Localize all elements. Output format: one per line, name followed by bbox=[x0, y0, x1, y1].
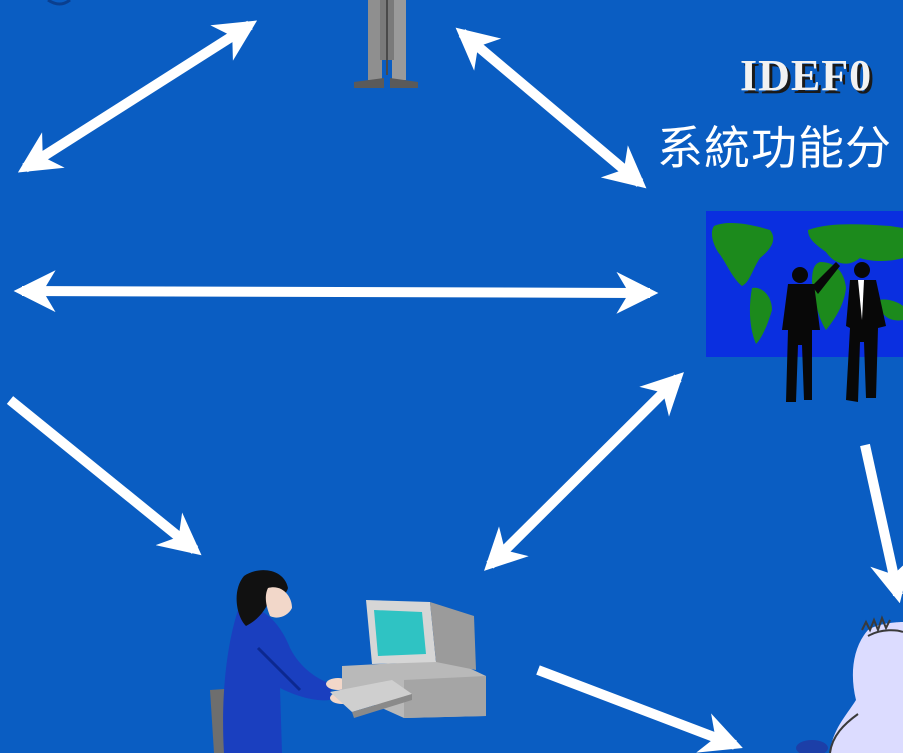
arrow-right-down bbox=[860, 443, 903, 604]
arrow-horizontal bbox=[13, 270, 659, 314]
woman-at-computer-icon bbox=[210, 570, 486, 753]
arrow-top-right-diagonal bbox=[455, 27, 647, 189]
arrow-bottom-right bbox=[536, 665, 743, 753]
diagram-subtitle: 系統功能分 bbox=[657, 121, 892, 175]
diagram-title: IDEF0 bbox=[740, 51, 873, 100]
world-map-presenters-icon bbox=[706, 211, 903, 402]
arrows-group bbox=[6, 20, 903, 753]
top-left-arc-fragment bbox=[47, 0, 71, 6]
arrow-center-diagonal bbox=[484, 372, 684, 571]
thinking-person-icon bbox=[796, 615, 903, 753]
arrow-left-down-diagonal bbox=[6, 396, 202, 556]
standing-man-icon bbox=[354, 0, 418, 88]
arrow-top-left-diagonal bbox=[17, 20, 258, 173]
